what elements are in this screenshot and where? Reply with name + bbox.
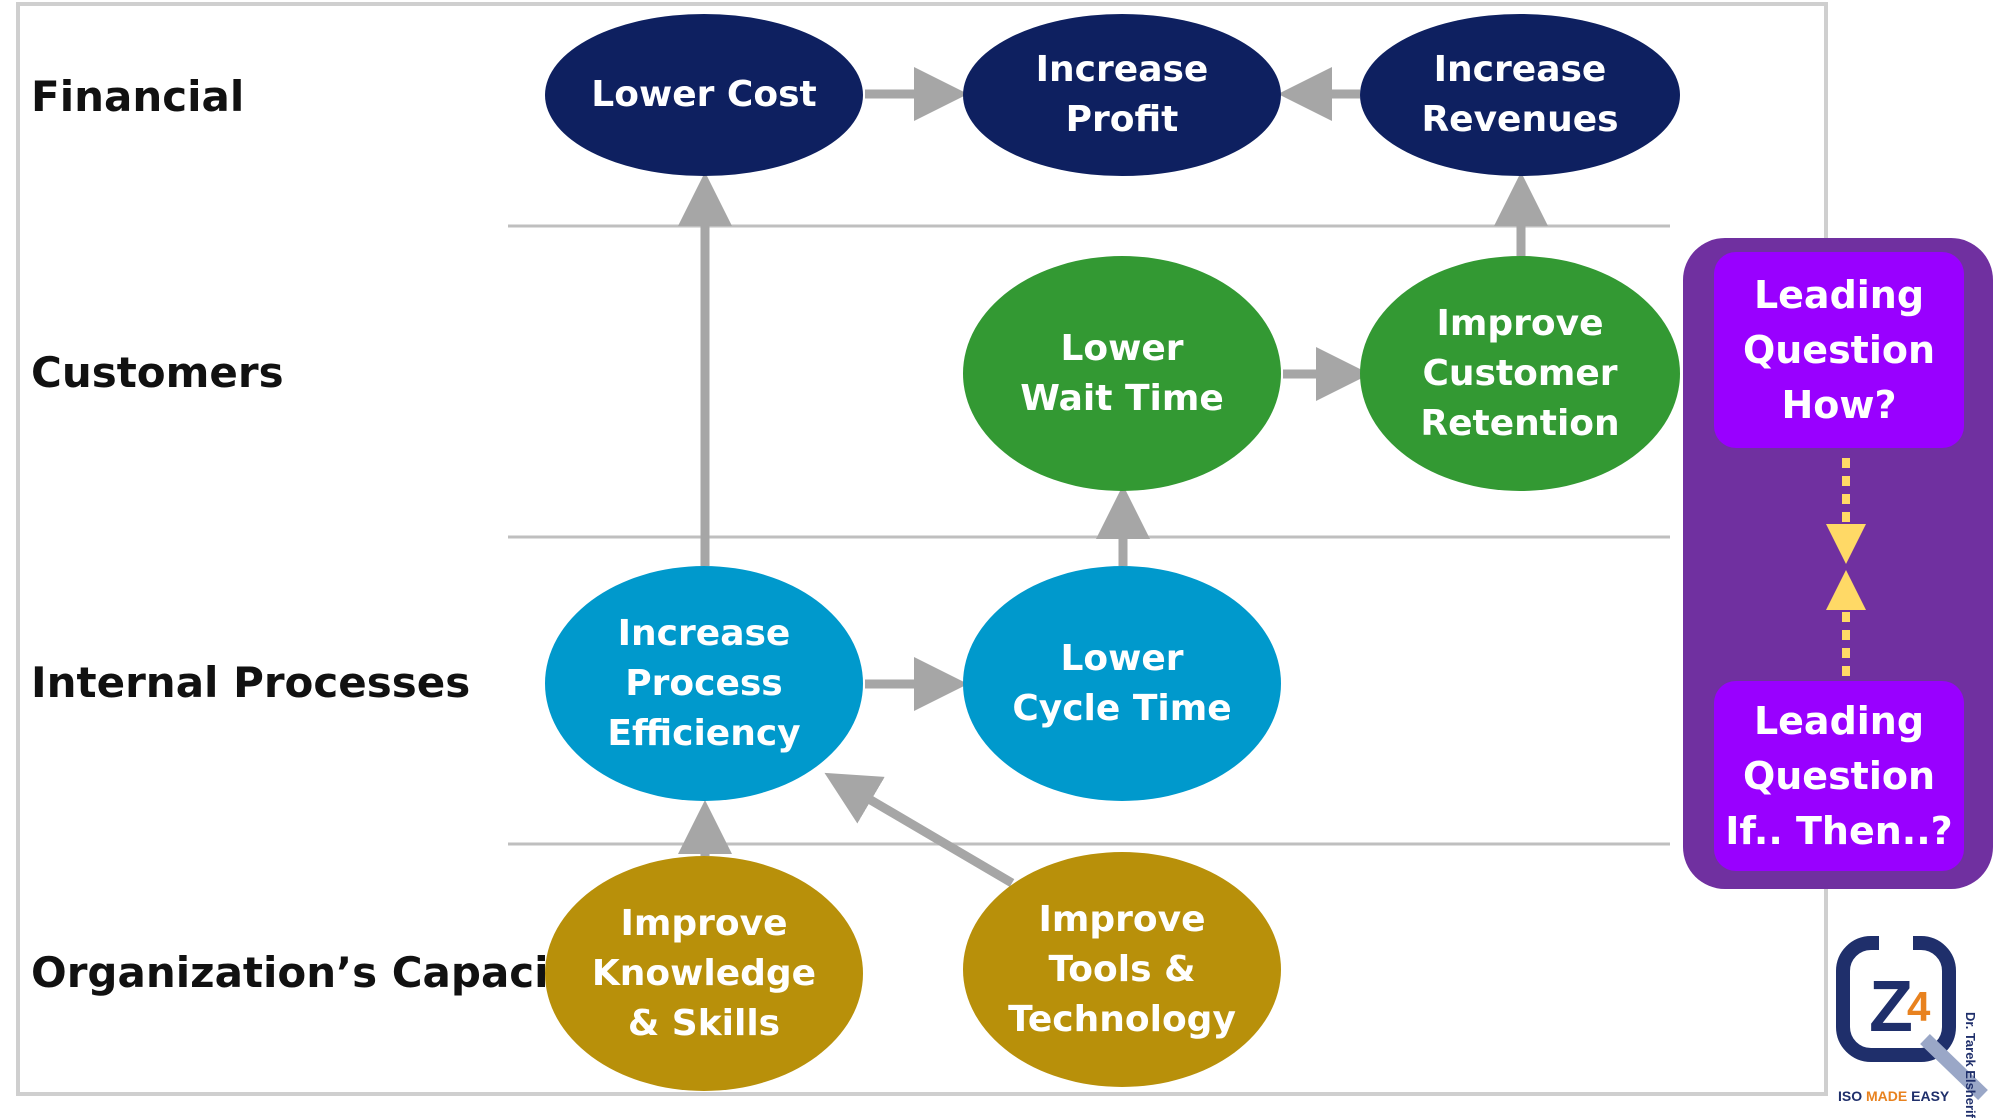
node-lower-cost: Lower Cost: [545, 14, 863, 176]
logo-caption: ISO MADE EASY: [1838, 1088, 1949, 1104]
logo-number: 4: [1907, 983, 1931, 1030]
node-increase-profit-label: Increase Profit: [1035, 49, 1209, 140]
leading-question-how-box: Leading Question How?: [1714, 252, 1964, 448]
row-label-organization-capacity: Organization’s Capacity: [31, 948, 597, 997]
logo-caption-right: EASY: [1907, 1088, 1950, 1104]
leading-question-if-then-label: Leading Question If.. Then..?: [1725, 698, 1953, 853]
arrow-tools-to-efficiency: [824, 772, 1015, 887]
dashed-arrows: [1826, 458, 1866, 676]
node-improve-customer-retention-label: Improve Customer Retention: [1420, 302, 1620, 444]
logo-notch: [1879, 935, 1913, 953]
node-increase-revenues-label: Increase Revenues: [1421, 49, 1619, 140]
logo-caption-left: ISO: [1838, 1088, 1867, 1104]
logo-handle: [1920, 1033, 1988, 1100]
author-name: Dr. Tarek Elsherif: [1963, 1012, 1978, 1118]
row-label-internal-processes: Internal Processes: [31, 658, 471, 707]
leading-questions-panel: Leading Question How? Leading Question I…: [1683, 238, 1993, 889]
node-improve-knowledge-skills: Improve Knowledge & Skills: [545, 856, 863, 1091]
node-lower-wait-time-label: Lower Wait Time: [1020, 327, 1224, 419]
node-lower-cost-label: Lower Cost: [591, 74, 817, 115]
row-label-customers: Customers: [31, 348, 284, 397]
node-improve-tools-technology-label: Improve Tools & Technology: [1008, 898, 1236, 1040]
node-lower-cycle-time: Lower Cycle Time: [963, 566, 1281, 801]
node-improve-knowledge-skills-label: Improve Knowledge & Skills: [591, 902, 817, 1044]
leading-question-how-label: Leading Question How?: [1742, 272, 1936, 427]
node-improve-customer-retention: Improve Customer Retention: [1360, 256, 1680, 491]
iso-made-easy-logo: Z 4: [1836, 935, 1988, 1100]
node-increase-profit: Increase Profit: [963, 14, 1281, 176]
node-improve-tools-technology: Improve Tools & Technology: [963, 852, 1281, 1087]
row-label-financial: Financial: [31, 72, 245, 121]
logo-caption-mid: MADE: [1866, 1088, 1908, 1104]
node-lower-wait-time: Lower Wait Time: [963, 256, 1281, 491]
node-lower-cycle-time-label: Lower Cycle Time: [1012, 637, 1232, 729]
logo-letter: Z: [1869, 967, 1913, 1047]
node-increase-revenues: Increase Revenues: [1360, 14, 1680, 176]
leading-question-if-then-box: Leading Question If.. Then..?: [1714, 681, 1964, 871]
node-increase-process-efficiency: Increase Process Efficiency: [545, 566, 863, 801]
node-increase-process-efficiency-label: Increase Process Efficiency: [607, 612, 801, 754]
